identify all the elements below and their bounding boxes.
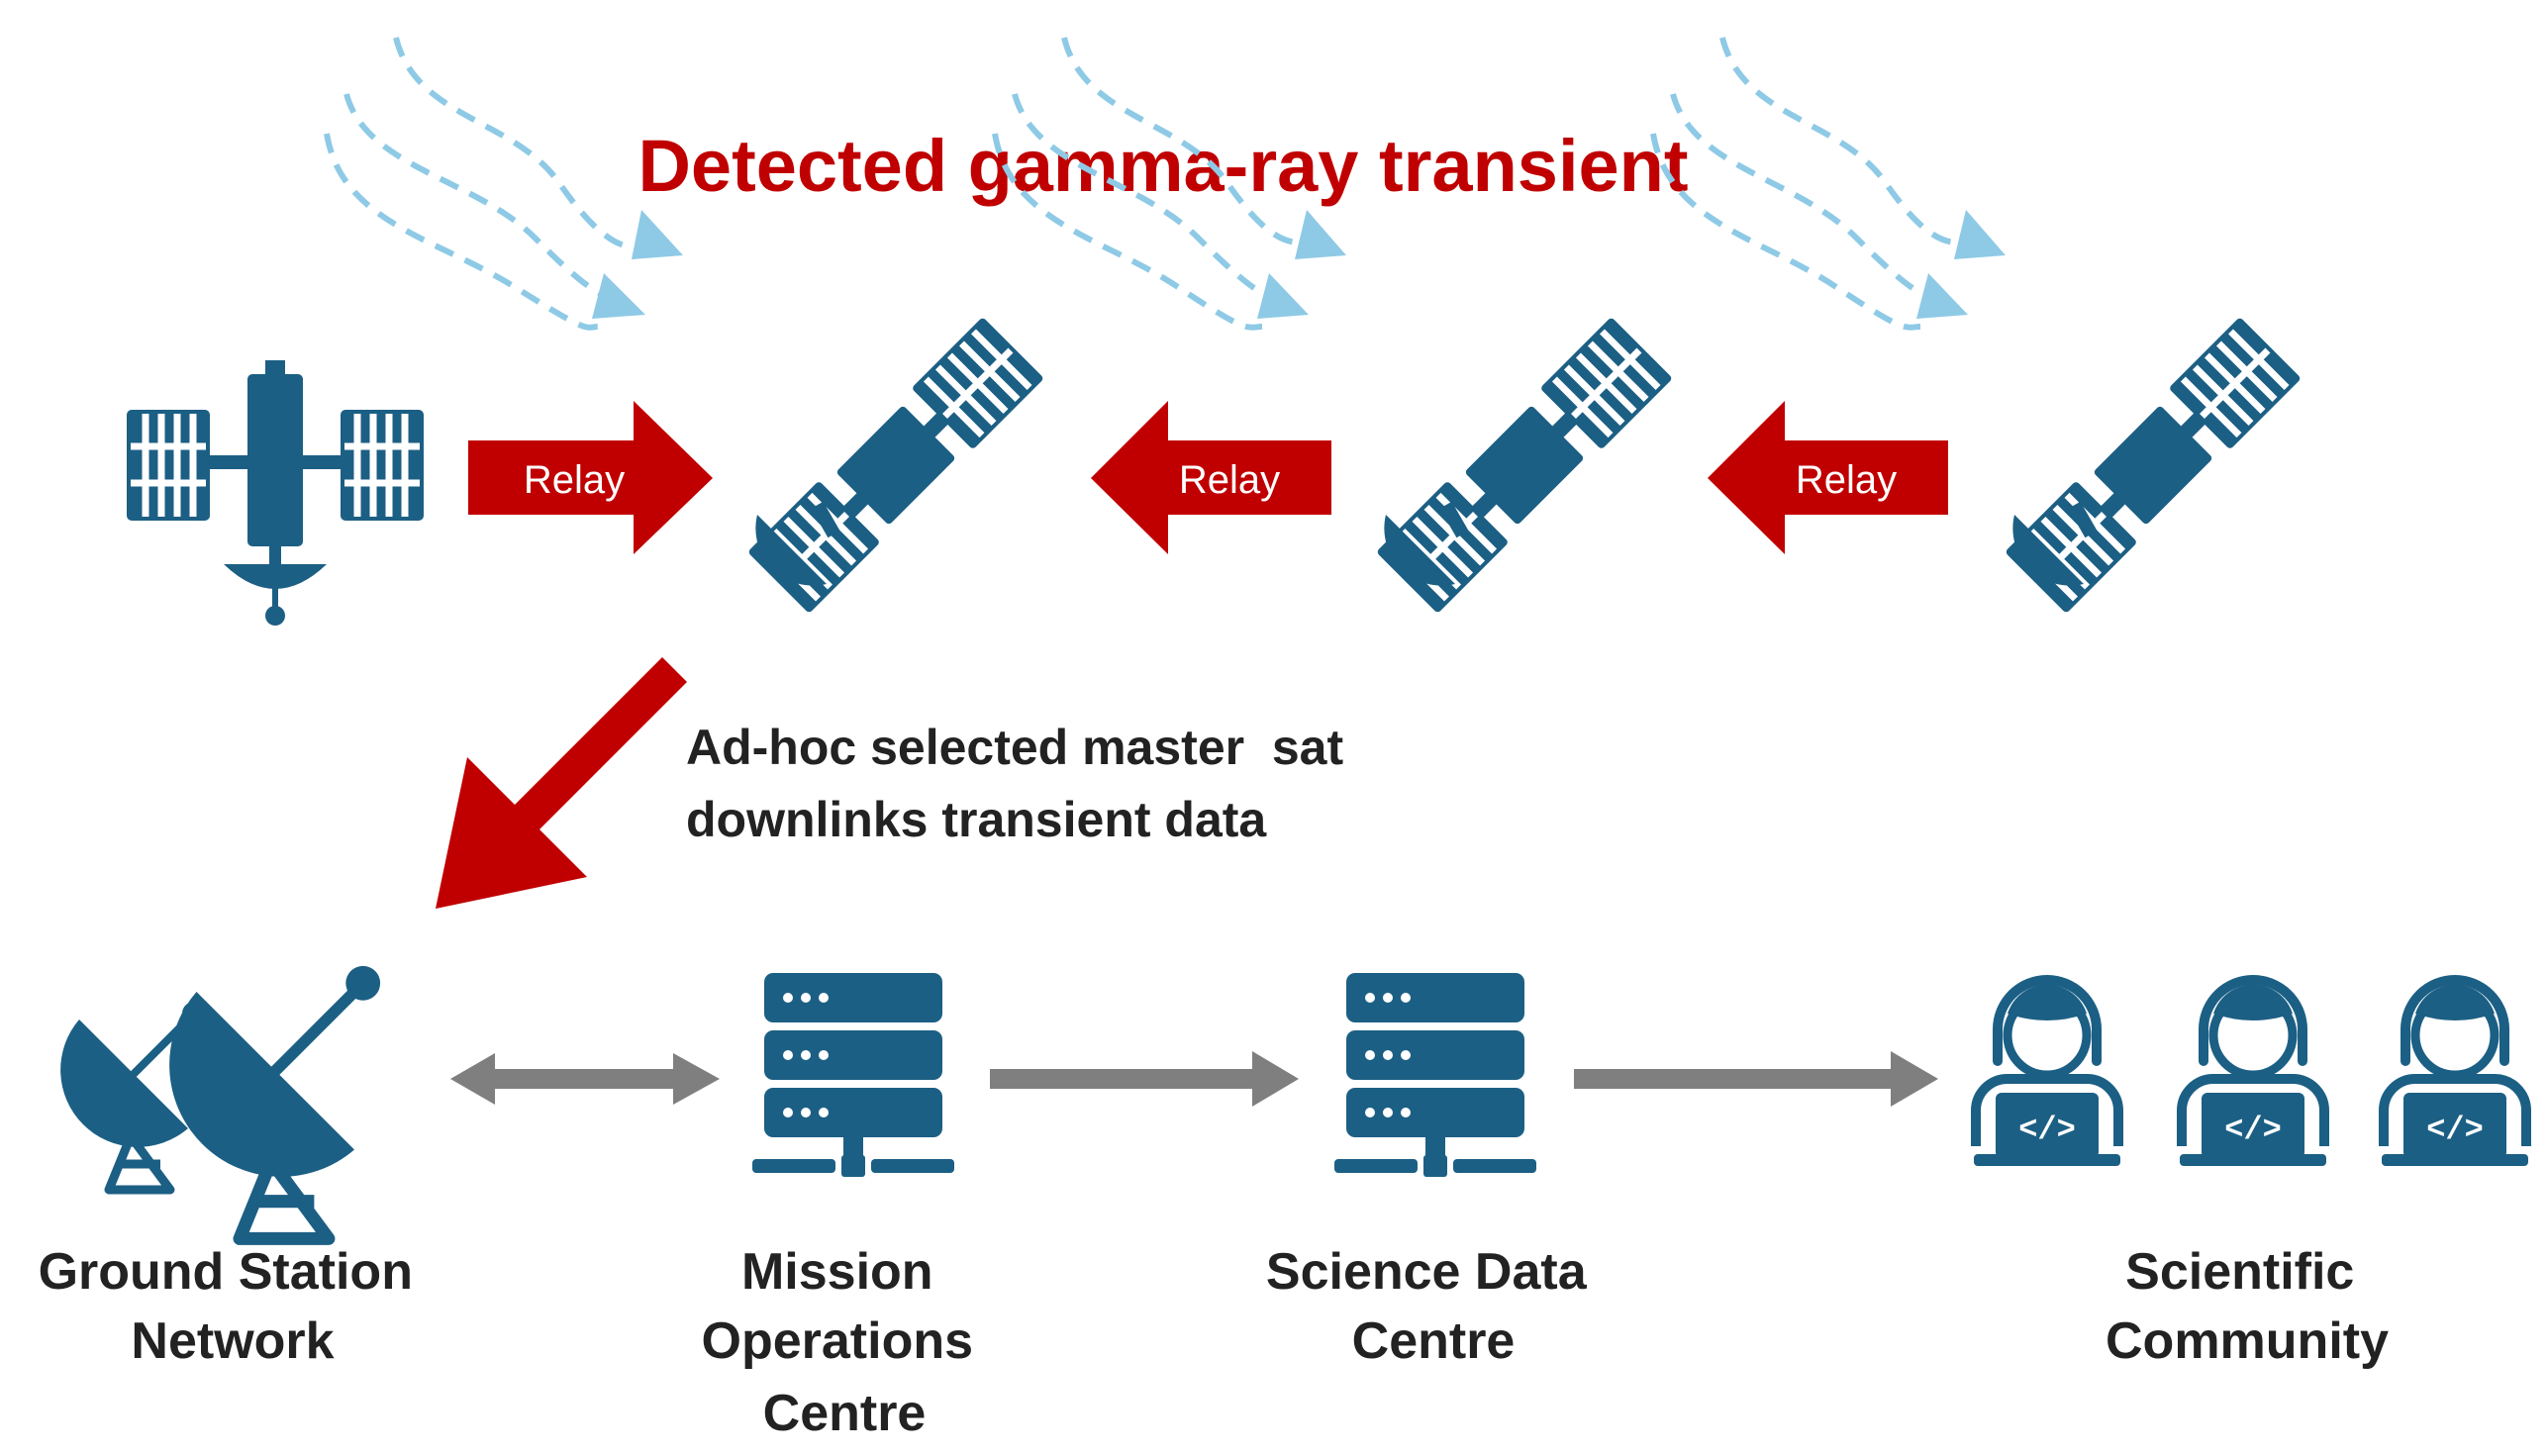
server-icon	[752, 973, 954, 1177]
satellite-3	[1376, 317, 1673, 614]
dashed-arrow-icon	[1650, 37, 2006, 331]
dashed-arrow-icon	[324, 37, 683, 331]
station-label-line: Operations	[702, 1312, 974, 1370]
relay-label: Relay	[1179, 458, 1280, 502]
station-label-line: Network	[131, 1312, 334, 1370]
science-data-centre: Science Data Centre	[1266, 973, 1601, 1370]
gamma-rays	[324, 37, 2006, 331]
satellite-2	[747, 317, 1044, 614]
station-label: Ground Station Network	[39, 1243, 428, 1370]
relay-label: Relay	[1796, 458, 1897, 502]
station-label: Mission Operations Centre	[702, 1243, 988, 1442]
station-label-line: Ground Station	[39, 1243, 413, 1301]
satellite-master	[127, 360, 424, 626]
station-label-line: Community	[2106, 1312, 2389, 1370]
relay-arrow-1: Relay	[468, 401, 713, 554]
ground-antenna-icon	[60, 966, 380, 1239]
mission-operations-centre: Mission Operations Centre	[702, 973, 988, 1442]
satellite-tilted-icon	[1376, 317, 1673, 614]
downlink-caption: Ad-hoc selected master sat downlinks tra…	[686, 720, 1343, 847]
satellite-icon	[127, 360, 424, 626]
flow-arrow-1	[990, 1051, 1299, 1107]
caption-line-2: downlinks transient data	[686, 792, 1267, 847]
flow-arrow-2	[1574, 1051, 1938, 1107]
dashed-arrow-icon	[992, 37, 1346, 331]
ground-station-network: Ground Station Network	[39, 966, 428, 1370]
title: Detected gamma-ray transient	[637, 125, 1688, 207]
relay-label: Relay	[524, 458, 625, 502]
downlink-arrow	[436, 648, 687, 909]
satellite-4	[2005, 317, 2302, 614]
station-label-line: Centre	[763, 1385, 927, 1442]
flow-arrow-bidirectional	[450, 1053, 720, 1105]
station-label-line: Scientific	[2125, 1243, 2354, 1301]
station-label-line: Mission	[741, 1243, 933, 1301]
user-laptop-icon	[2180, 980, 2326, 1166]
satellite-tilted-icon	[747, 317, 1044, 614]
user-laptop-icon	[2382, 980, 2528, 1166]
station-label: Science Data Centre	[1266, 1243, 1601, 1370]
satellite-tilted-icon	[2005, 317, 2302, 614]
scientific-community: Scientific Community	[1974, 980, 2528, 1370]
server-icon	[1334, 973, 1536, 1177]
caption-line-1: Ad-hoc selected master sat	[686, 720, 1343, 775]
station-label-line: Science Data	[1266, 1243, 1588, 1301]
relay-arrow-3: Relay	[1708, 401, 1948, 554]
station-label: Scientific Community	[2106, 1243, 2389, 1370]
user-laptop-icon	[1974, 980, 2120, 1166]
relay-arrow-2: Relay	[1091, 401, 1331, 554]
station-label-line: Centre	[1352, 1312, 1516, 1370]
